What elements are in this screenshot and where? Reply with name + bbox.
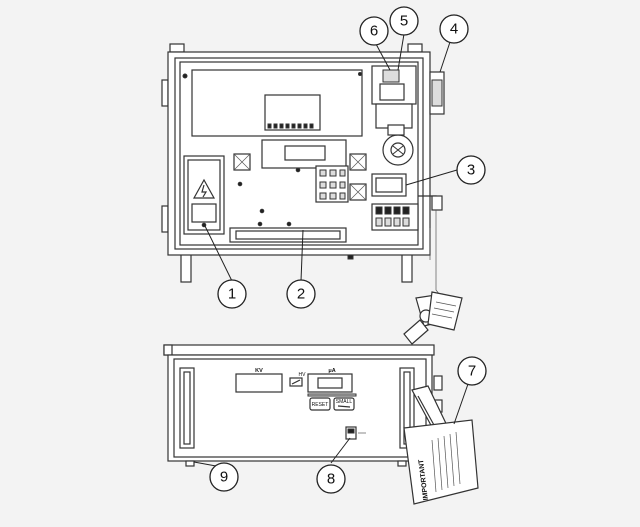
callout-3-label: 3 <box>467 162 475 179</box>
display-module <box>284 145 326 161</box>
callout-5-label: 5 <box>400 13 408 30</box>
tag-text-lines <box>431 431 461 493</box>
callout-7: 7 <box>457 356 487 386</box>
callout-1: 1 <box>217 279 247 309</box>
warning-tag-top <box>427 291 463 331</box>
cabinet-lid <box>163 344 435 356</box>
callout-9-label: 9 <box>220 469 228 486</box>
small-button-label: SMALL <box>336 399 353 405</box>
important-tag <box>403 419 479 505</box>
right-foot <box>401 253 413 283</box>
callout-1-label: 1 <box>228 286 236 303</box>
callout-8: 8 <box>316 464 346 494</box>
cabinet-frame <box>174 57 424 250</box>
clamp-jaw <box>403 319 429 345</box>
callout-2: 2 <box>286 279 316 309</box>
callout-3: 3 <box>456 155 486 185</box>
callout-6-label: 6 <box>370 23 378 40</box>
transformer-body <box>379 83 405 101</box>
reset-button[interactable] <box>309 397 331 411</box>
callout-4: 4 <box>439 14 469 44</box>
reset-button-label: RESET <box>312 402 329 408</box>
top-right-handle <box>407 43 423 53</box>
hv-warning-icon <box>192 178 216 199</box>
callout-2-label: 2 <box>297 286 305 303</box>
side-connector-upper <box>433 375 443 391</box>
clip-cord <box>435 210 441 296</box>
cabinet-inner-frame <box>179 61 419 246</box>
terminal-screws <box>319 169 346 200</box>
top-left-handle <box>169 43 185 53</box>
board-connectors <box>267 123 314 129</box>
relay-module <box>371 173 407 197</box>
hinge-bottom <box>161 205 169 233</box>
front-panel <box>167 354 433 462</box>
connector-pins <box>375 206 410 227</box>
relay-bracket <box>375 103 413 129</box>
ua-display <box>307 373 353 393</box>
ua-label: μA <box>328 368 335 374</box>
front-foot-left <box>185 460 195 467</box>
hv-label: HV <box>299 372 307 378</box>
cabinet-interior-view <box>161 43 445 296</box>
front-foot-right <box>397 460 407 467</box>
callout-7-label: 7 <box>468 363 476 380</box>
callout-4-label: 4 <box>450 21 458 38</box>
callout-5: 5 <box>389 6 419 36</box>
callout-9: 9 <box>209 462 239 492</box>
bottom-rail <box>229 227 347 243</box>
transformer-top <box>382 69 400 83</box>
callout-8-label: 8 <box>327 471 335 488</box>
ground-clamp-top <box>403 291 463 345</box>
hinge-top <box>161 79 169 107</box>
kv-display <box>235 373 283 393</box>
leader-lines <box>193 33 469 467</box>
callout-6: 6 <box>359 16 389 46</box>
left-handle <box>179 367 195 449</box>
cabinet-front-view: KV HV μA RESET SMALL <box>163 344 443 467</box>
kv-label: KV <box>255 368 263 374</box>
left-foot <box>180 253 192 283</box>
ground-clamp-bottom: IMPORTANT <box>403 385 479 505</box>
